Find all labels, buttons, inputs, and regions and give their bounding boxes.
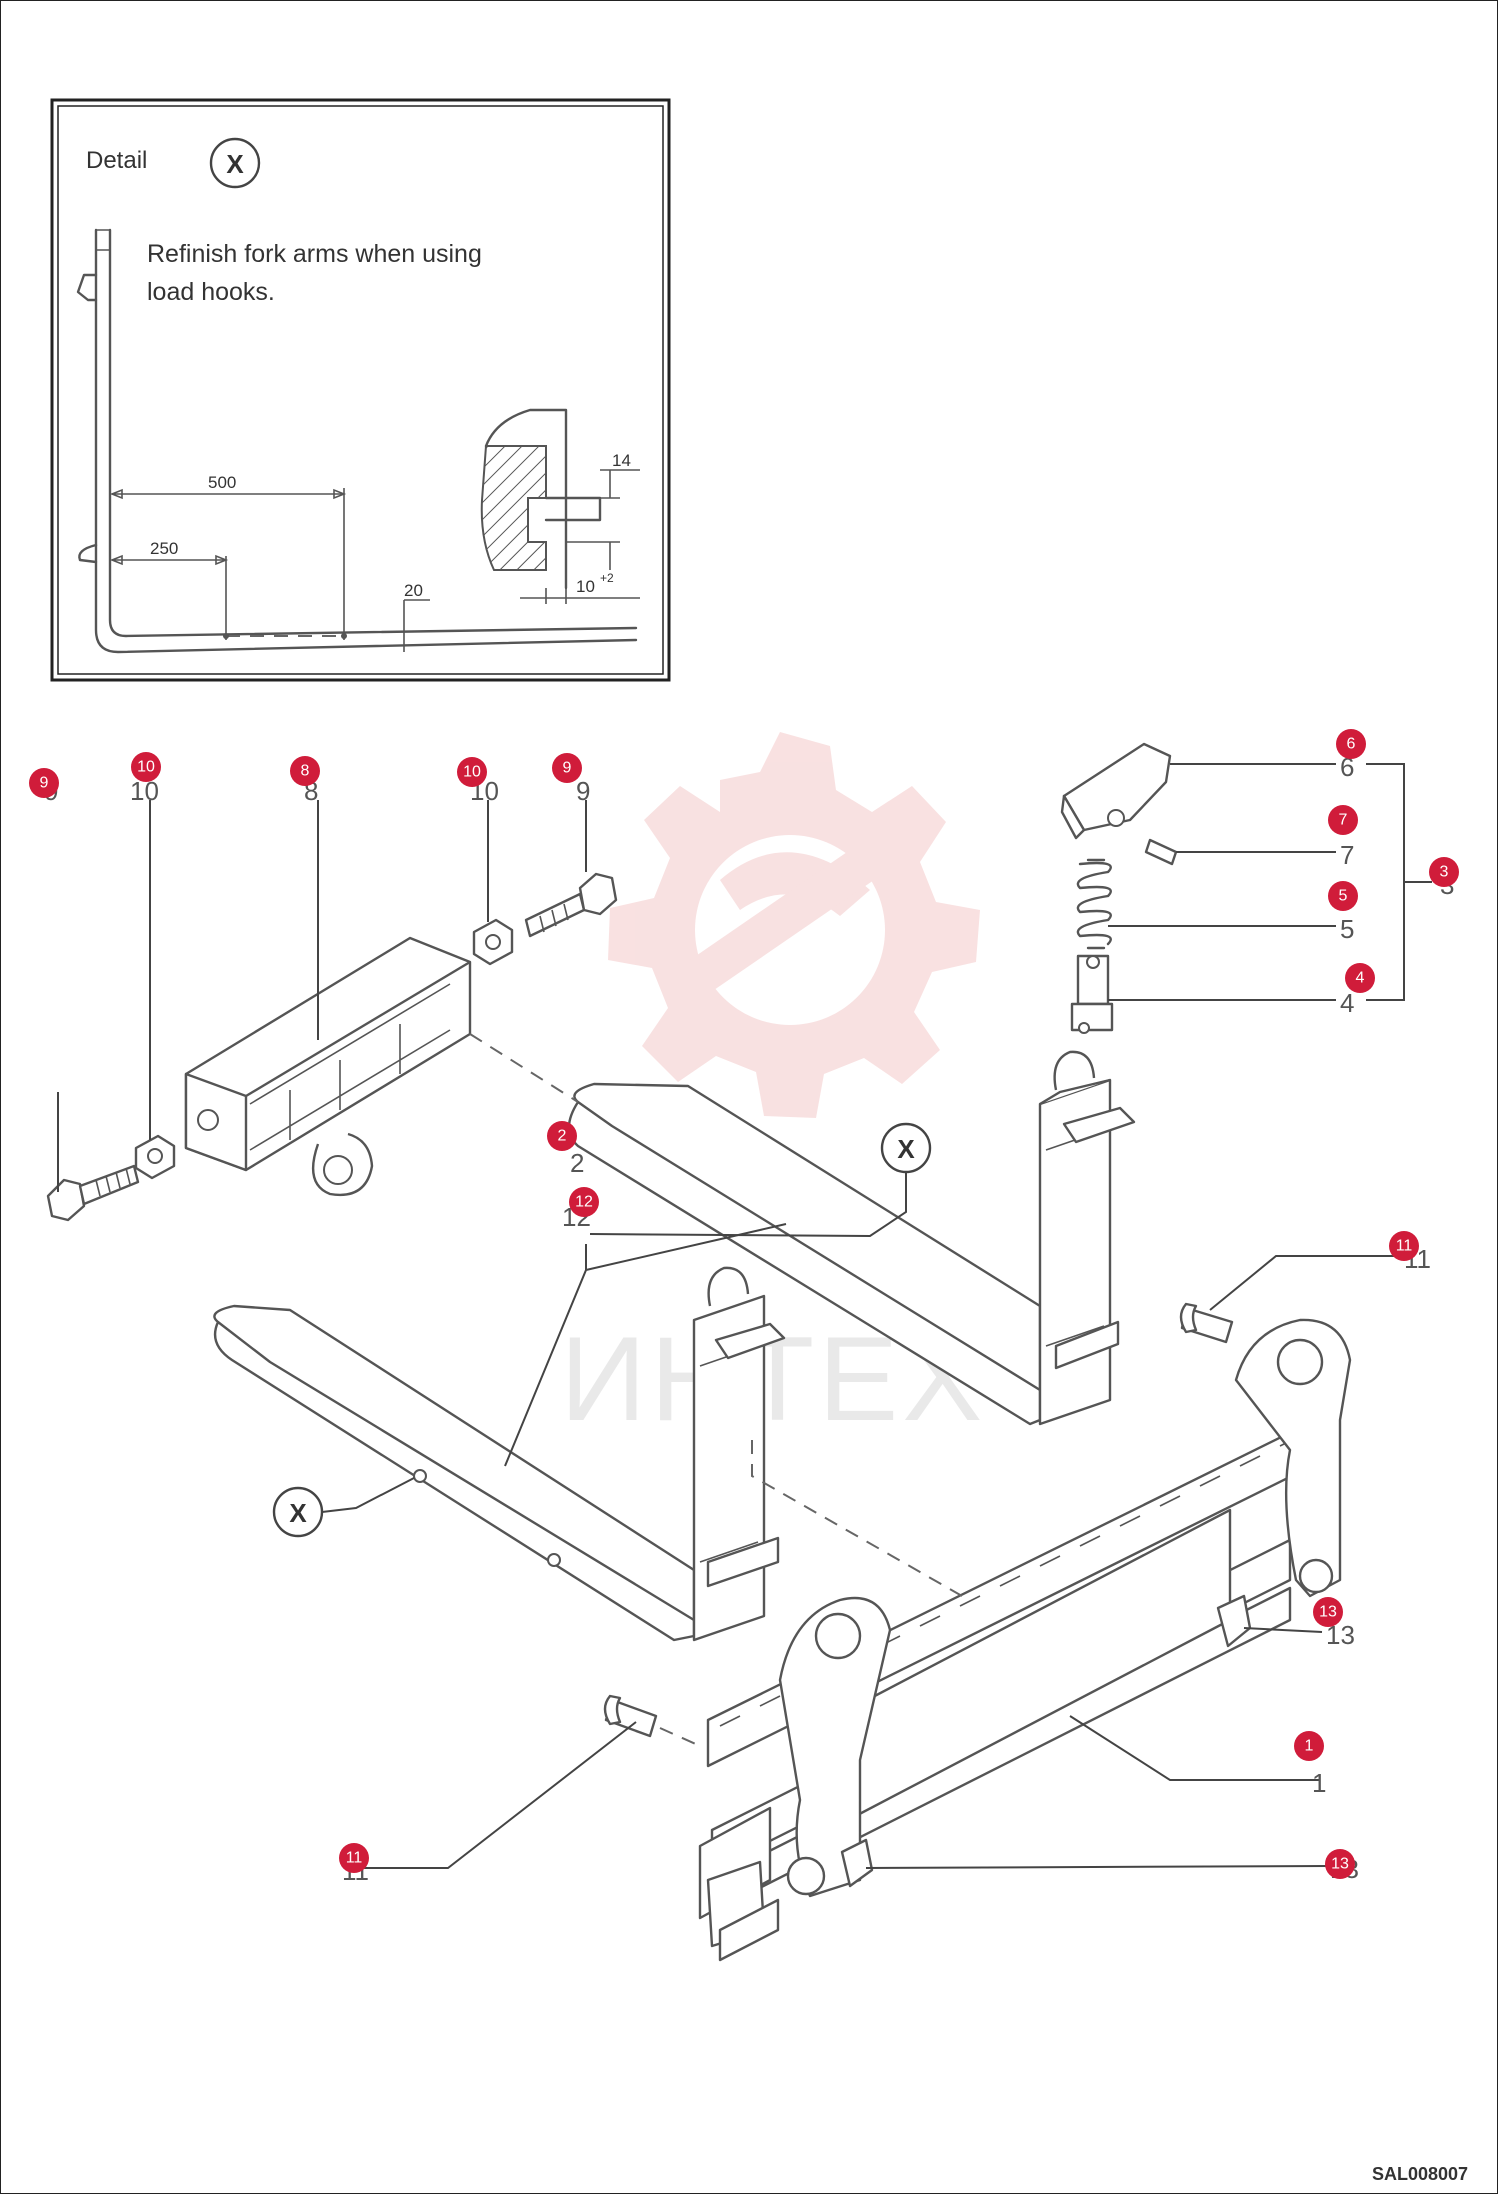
badge-11-bottom: 11 <box>339 1843 369 1873</box>
drawing-code: SAL008007 <box>1372 2164 1468 2184</box>
badge-10-left: 10 <box>131 752 161 782</box>
spring-part-5 <box>1076 858 1112 950</box>
svg-text:10: 10 <box>463 764 481 781</box>
badge-9-left: 9 <box>29 768 59 798</box>
svg-text:3: 3 <box>1440 864 1449 881</box>
number-9-right: 9 <box>576 776 590 806</box>
badge-13-top: 13 <box>1313 1597 1343 1627</box>
plunger-part-4 <box>1070 954 1114 1034</box>
badge-9-right: 9 <box>552 753 582 783</box>
nut-left-part-10 <box>134 1134 176 1180</box>
number-2: 2 <box>570 1148 584 1178</box>
svg-text:5: 5 <box>1339 888 1348 905</box>
number-1: 1 <box>1312 1768 1326 1798</box>
pin-part-11-top <box>1179 1302 1234 1344</box>
assembly-line-hook <box>469 1033 579 1103</box>
number-7: 7 <box>1340 840 1354 870</box>
detail-note-line2: load hooks. <box>147 278 275 306</box>
badge-6: 6 <box>1336 729 1366 759</box>
callout-badges: 1 2 3 4 5 6 7 8 9 9 10 10 11 11 12 13 13 <box>29 729 1459 1879</box>
dim-10-tolerance: +2 <box>600 571 614 585</box>
badge-3: 3 <box>1429 857 1459 887</box>
svg-text:13: 13 <box>1331 1856 1349 1873</box>
svg-text:1: 1 <box>1305 1738 1314 1755</box>
fork-profile-drawing: 500 250 20 <box>76 228 638 654</box>
fork-arm-left-part-2 <box>213 1266 786 1642</box>
svg-text:2: 2 <box>558 1128 567 1145</box>
svg-text:X: X <box>226 149 244 179</box>
section-view-drawing: 14 10 +2 <box>480 408 640 604</box>
badge-10-right: 10 <box>457 757 487 787</box>
fork-arm-right-part-2 <box>567 1050 1136 1426</box>
badge-4: 4 <box>1345 963 1375 993</box>
svg-text:9: 9 <box>40 775 49 792</box>
detail-box: Detail X Refinish fork arms when using l… <box>50 98 671 682</box>
bolt-right-part-9 <box>524 872 618 938</box>
dim-10: 10 <box>576 577 595 596</box>
leader-lines <box>57 763 1432 1869</box>
badge-7: 7 <box>1328 805 1358 835</box>
svg-text:9: 9 <box>563 760 572 777</box>
lock-lever-part-6 <box>1060 742 1172 840</box>
badge-1: 1 <box>1294 1731 1324 1761</box>
svg-text:8: 8 <box>301 763 310 780</box>
dim-14: 14 <box>612 451 631 470</box>
detail-title: Detail <box>86 147 147 174</box>
number-5: 5 <box>1340 914 1354 944</box>
assembly-line-pin <box>659 1727 701 1747</box>
svg-text:11: 11 <box>346 1850 363 1867</box>
svg-text:6: 6 <box>1347 736 1356 753</box>
bolt-left-part-9 <box>46 1164 140 1222</box>
dim-250: 250 <box>150 539 178 558</box>
assembly-line-fork <box>751 1440 963 1597</box>
nut-right-part-10 <box>472 918 514 966</box>
pin-part-11-bottom <box>603 1694 658 1738</box>
svg-text:10: 10 <box>137 759 155 776</box>
load-hook-bar-part-8 <box>184 936 472 1197</box>
svg-text:11: 11 <box>1396 1238 1413 1255</box>
svg-text:X: X <box>897 1134 915 1164</box>
svg-text:X: X <box>289 1498 307 1528</box>
badge-13-bottom: 13 <box>1325 1849 1355 1879</box>
detail-x-marker: X <box>209 137 261 189</box>
badge-8: 8 <box>290 756 320 786</box>
pin-part-7 <box>1144 838 1178 866</box>
badge-2: 2 <box>547 1121 577 1151</box>
dim-20: 20 <box>404 581 423 600</box>
dim-500: 500 <box>208 473 236 492</box>
x-marker-right-fork: X <box>589 1122 932 1238</box>
detail-note-line1: Refinish fork arms when using <box>147 240 482 268</box>
badge-12: 12 <box>569 1187 599 1217</box>
number-4: 4 <box>1340 988 1354 1018</box>
badge-5: 5 <box>1328 881 1358 911</box>
svg-text:12: 12 <box>575 1194 593 1211</box>
x-marker-left-fork: X <box>272 1477 415 1538</box>
watermark-gear-icon <box>608 732 980 1118</box>
svg-text:7: 7 <box>1339 812 1348 829</box>
svg-text:13: 13 <box>1319 1604 1337 1621</box>
svg-text:4: 4 <box>1356 970 1365 987</box>
fork-carriage-part-1 <box>698 1318 1352 1962</box>
badge-11-top: 11 <box>1389 1231 1419 1261</box>
number-6: 6 <box>1340 752 1354 782</box>
